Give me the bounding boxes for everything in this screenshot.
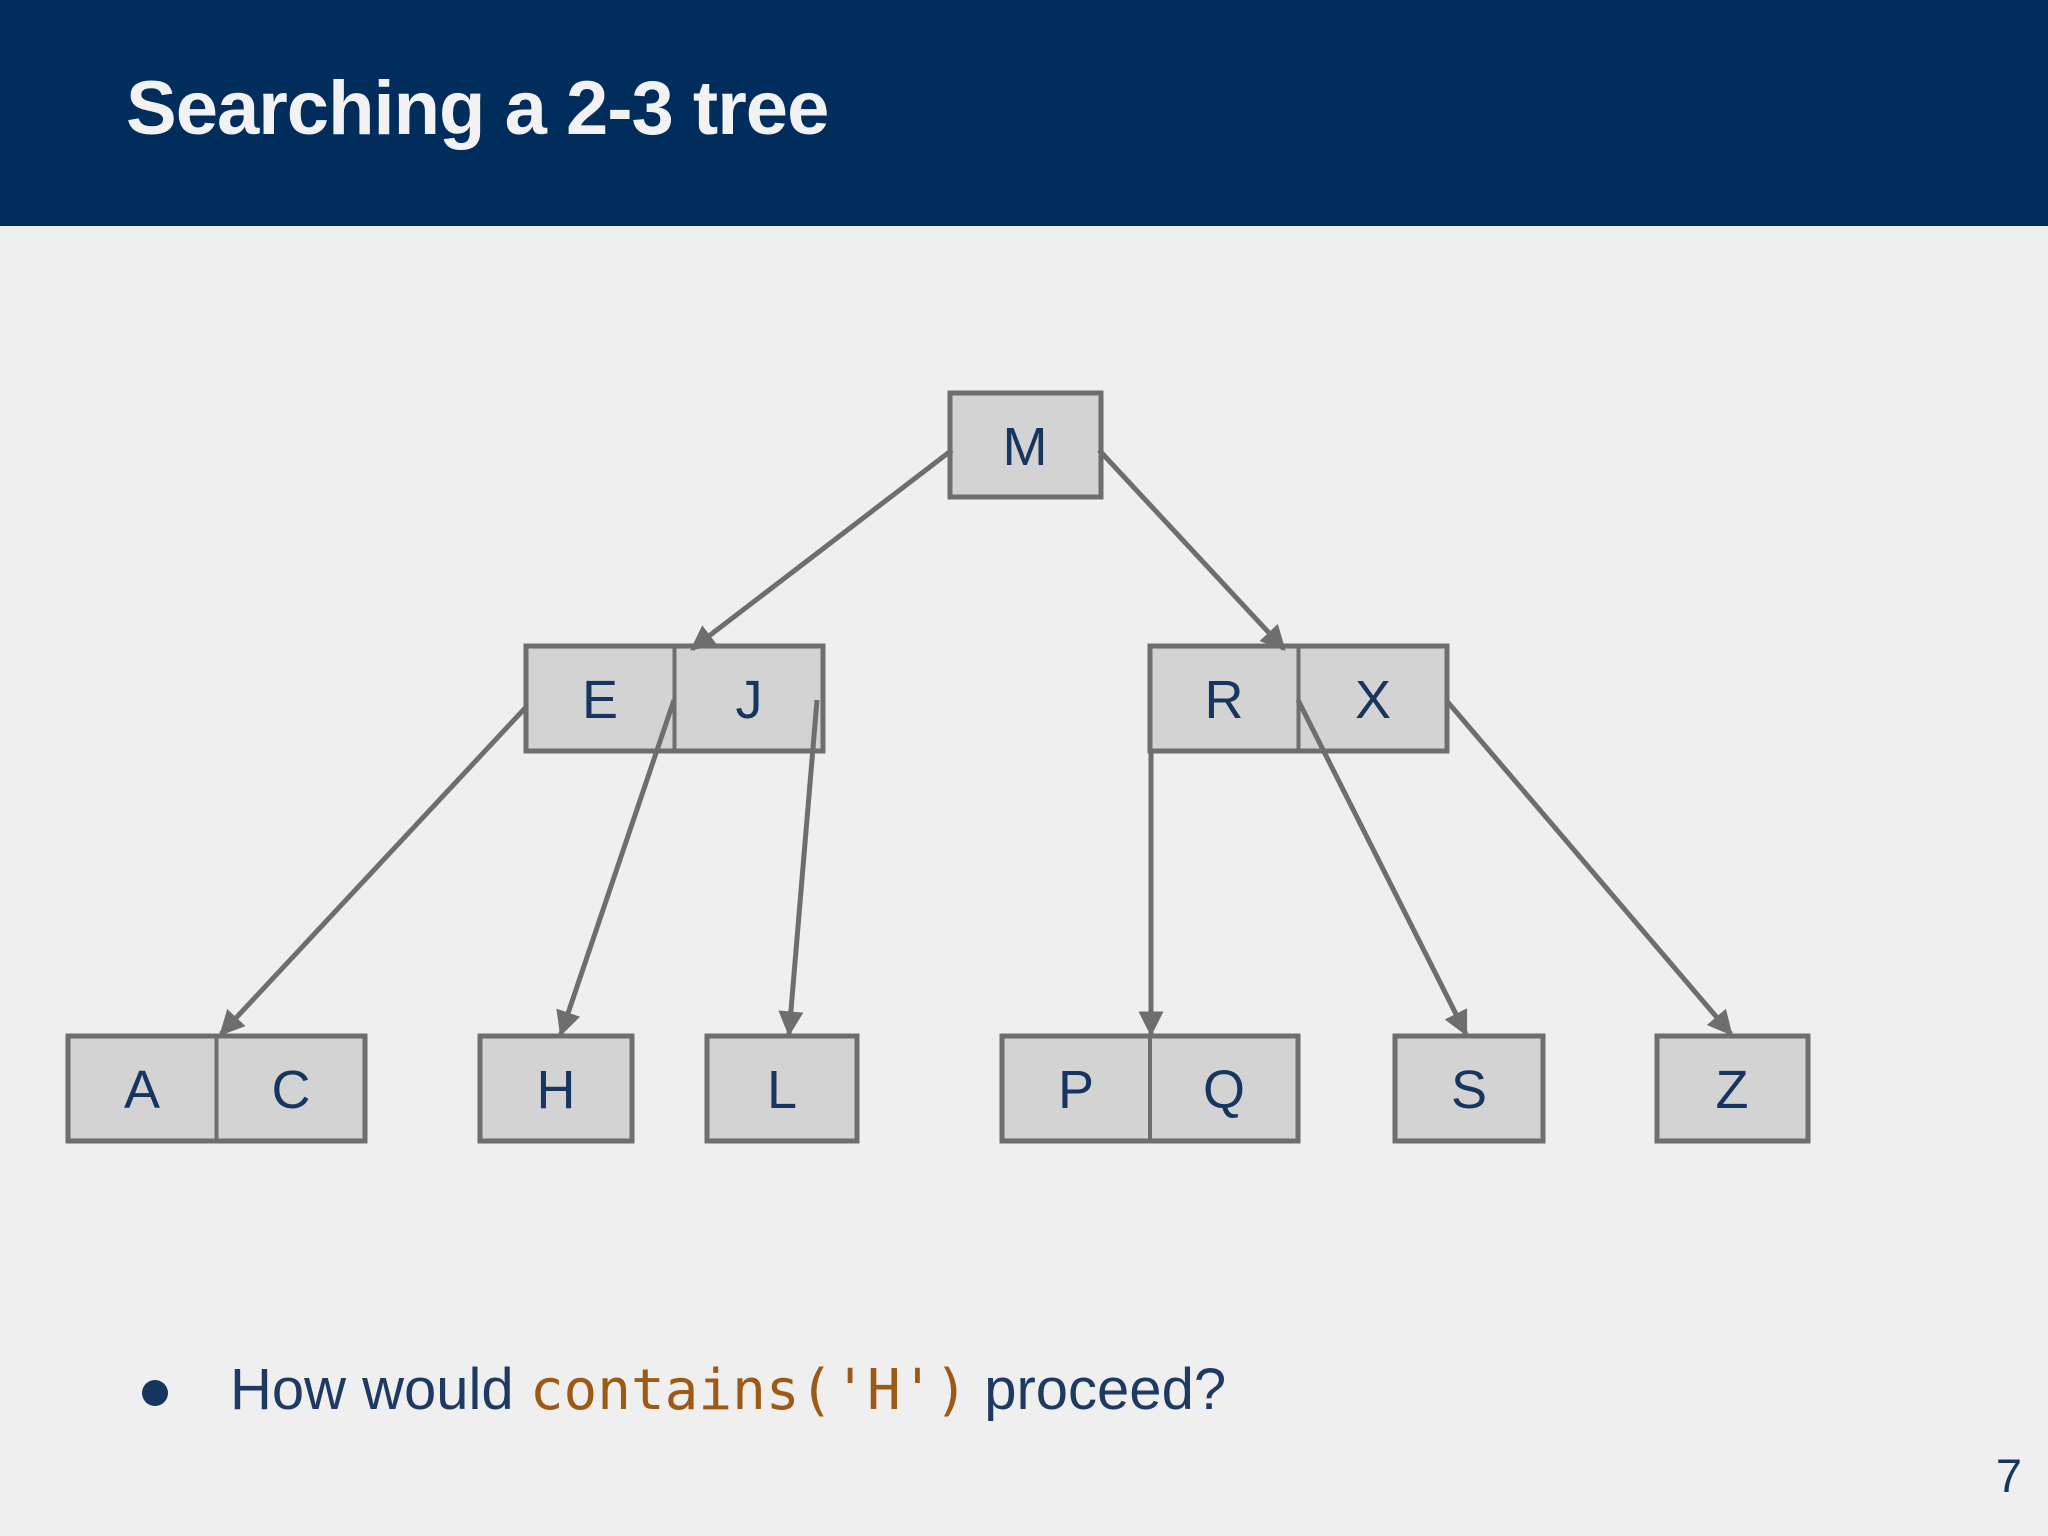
tree-node-EJ: E J [523, 643, 826, 754]
edge-RX-Z [1444, 698, 1733, 1036]
tree-node-key: R [1205, 670, 1244, 730]
slide-title: Searching a 2-3 tree [126, 65, 829, 151]
bullet-text-before: How would [230, 1357, 530, 1422]
bullet-code: contains('H') [529, 1358, 969, 1423]
tree-node-Z: Z [1654, 1033, 1811, 1144]
bullet-row: How would contains('H') proceed? [142, 1357, 1226, 1424]
tree-node-L: L [704, 1033, 860, 1144]
bullet-text: How would contains('H') proceed? [230, 1357, 1226, 1424]
tree-node-key: E [582, 670, 618, 730]
edge-EJ-H [556, 699, 677, 1037]
tree-edges [219, 448, 1733, 1037]
edge-EJ-L [778, 699, 820, 1037]
edge-M-EJ [690, 448, 954, 651]
bullet-icon [142, 1380, 168, 1407]
page-number: 7 [1995, 1449, 2022, 1502]
tree-node-root-M: M [947, 390, 1104, 500]
tree-node-key: P [1058, 1060, 1094, 1120]
slide-header: Searching a 2-3 tree [0, 0, 2048, 226]
tree-node-key: Q [1203, 1060, 1245, 1120]
tree-node-RX: R X [1147, 643, 1450, 754]
tree-node-key: C [272, 1060, 311, 1120]
tree-node-AC: A C [65, 1033, 368, 1144]
tree-node-key: H [537, 1060, 576, 1120]
tree-node-key: X [1355, 670, 1391, 730]
tree-node-H: H [477, 1033, 635, 1144]
tree-node-key: M [1003, 417, 1048, 477]
tree-node-key: Z [1716, 1060, 1749, 1120]
tree-node-key: A [124, 1060, 160, 1120]
tree-node-S: S [1392, 1033, 1546, 1144]
bullet-text-after: proceed? [968, 1357, 1227, 1422]
tree-node-PQ: P Q [999, 1033, 1301, 1144]
tree-node-key: L [767, 1060, 797, 1120]
edge-EJ-AC [219, 704, 529, 1036]
edge-RX-S [1295, 698, 1469, 1037]
edge-M-RX [1097, 448, 1286, 651]
tree-node-key: J [736, 670, 763, 730]
tree-node-key: S [1451, 1060, 1487, 1120]
